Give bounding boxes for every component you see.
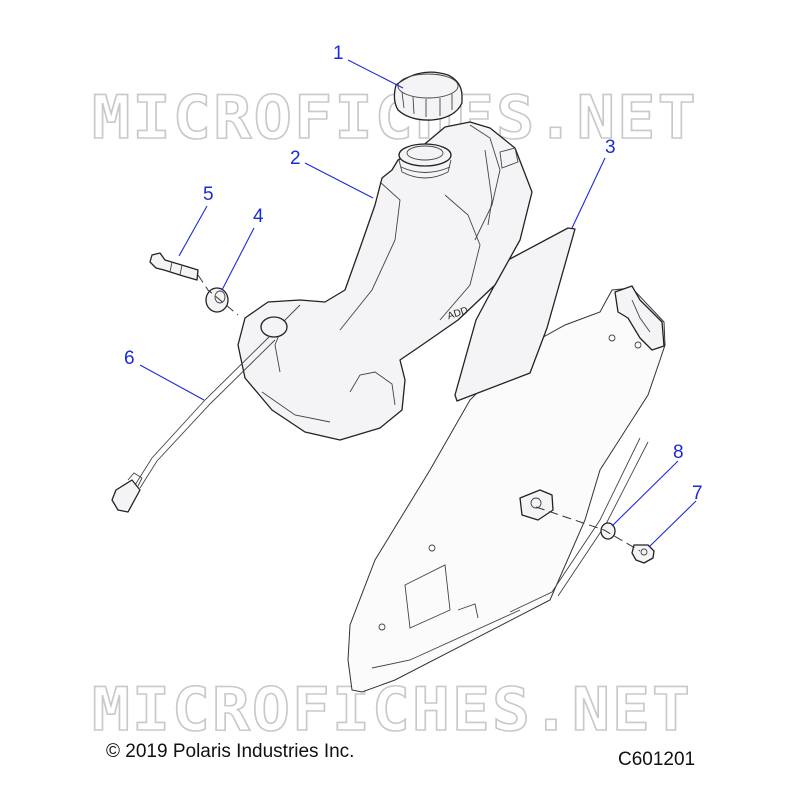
leader-3 <box>571 157 606 229</box>
leader-6 <box>139 364 205 401</box>
assembly-line-grommet <box>197 274 239 316</box>
assembly-line-bolt <box>535 506 641 552</box>
callout-5: 5 <box>203 184 214 205</box>
leader-2 <box>304 162 374 199</box>
leader-8 <box>611 460 679 527</box>
callout-7: 7 <box>692 483 703 504</box>
fuel-cap <box>393 71 463 121</box>
leader-1 <box>347 59 404 89</box>
fuel-tank: ADD <box>237 121 533 441</box>
callout-6: 6 <box>124 348 135 369</box>
leader-4 <box>221 227 255 291</box>
leader-5 <box>178 205 208 257</box>
fuel-sender <box>111 335 276 513</box>
mounting-panel <box>347 285 666 693</box>
bolt <box>631 544 655 564</box>
callout-4: 4 <box>253 206 264 227</box>
callout-2: 2 <box>290 148 301 169</box>
callout-3: 3 <box>605 137 616 158</box>
leader-7 <box>648 500 697 548</box>
callout-8: 8 <box>673 442 684 463</box>
diagram-id: C601201 <box>618 749 696 770</box>
washer <box>600 522 616 540</box>
screw <box>149 252 199 281</box>
copyright-notice: © 2019 Polaris Industries Inc. <box>106 741 355 762</box>
callout-1: 1 <box>333 43 344 64</box>
watermark-bottom: MICROFICHES.NET <box>92 675 692 745</box>
grommet <box>205 287 229 313</box>
